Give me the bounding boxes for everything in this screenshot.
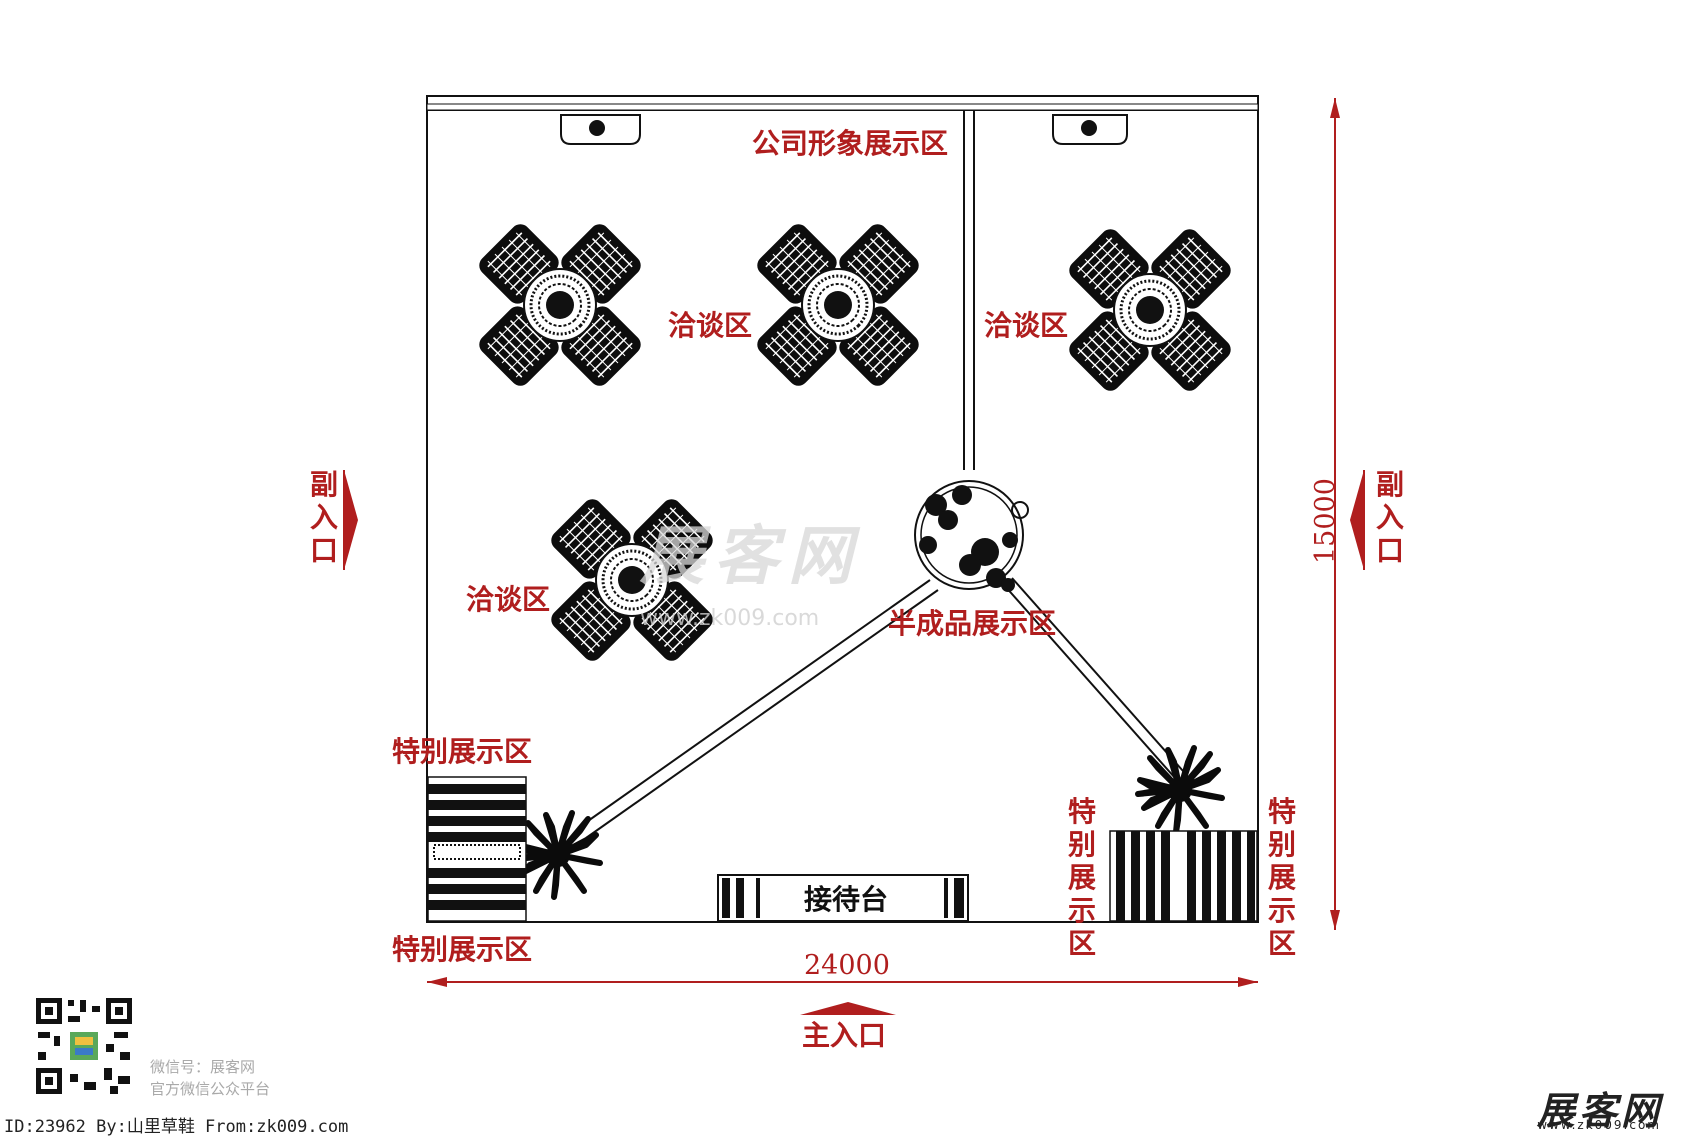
reception-desk bbox=[717, 874, 969, 922]
spotlight-icon bbox=[560, 114, 641, 145]
special-display-right bbox=[1109, 830, 1258, 922]
spotlight-icon bbox=[1052, 114, 1128, 145]
dimension-depth-value: 15000 bbox=[1310, 478, 1341, 564]
credit-text: ID:23962 By:山里草鞋 From:zk009.com bbox=[4, 1117, 349, 1137]
table-chair-set-icon bbox=[436, 181, 685, 430]
site-logo: 展客网 bbox=[1536, 1089, 1663, 1133]
label-negotiation-zone: 洽谈区 bbox=[984, 309, 1069, 342]
label-company-image-zone: 公司形象展示区 bbox=[752, 127, 949, 160]
arrow-icon bbox=[343, 470, 358, 570]
label-special-display-zone: 特别展示区 bbox=[1067, 795, 1096, 960]
watermark-logo: 展客网 bbox=[640, 520, 862, 594]
wechat-platform-text: 官方微信公众平台 bbox=[150, 1080, 271, 1098]
label-negotiation-zone: 洽谈区 bbox=[466, 583, 551, 616]
dimension-width-value: 24000 bbox=[804, 950, 890, 981]
dimension-line-depth bbox=[1330, 98, 1340, 930]
dimension-line-width bbox=[427, 977, 1258, 987]
label-special-display-zone: 特别展示区 bbox=[1267, 795, 1296, 960]
table-chair-set-icon bbox=[714, 181, 963, 430]
qr-code-icon bbox=[34, 996, 134, 1096]
plant-icon bbox=[1138, 748, 1222, 832]
partition-walls bbox=[577, 110, 1184, 839]
site-logo-url: www.zk009.com bbox=[1537, 1118, 1661, 1132]
arrow-icon bbox=[1350, 470, 1365, 570]
label-side-entrance-left: 副入口 bbox=[309, 468, 338, 567]
arrow-icon bbox=[800, 1002, 896, 1015]
label-semi-finished-zone: 半成品展示区 bbox=[888, 607, 1057, 640]
label-special-display-zone: 特别展示区 bbox=[392, 933, 533, 966]
special-display-left bbox=[427, 776, 527, 922]
label-special-display-zone: 特别展示区 bbox=[392, 735, 533, 768]
label-negotiation-zone: 洽谈区 bbox=[668, 309, 753, 342]
round-display-stand bbox=[914, 480, 1029, 592]
label-reception-desk: 接待台 bbox=[804, 883, 889, 916]
wechat-id-text: 微信号：展客网 bbox=[150, 1058, 256, 1076]
label-side-entrance-right: 副入口 bbox=[1375, 468, 1404, 567]
watermark-url: www.zk009.com bbox=[640, 606, 820, 631]
plant-icon bbox=[516, 813, 600, 897]
label-main-entrance: 主入口 bbox=[802, 1019, 887, 1052]
